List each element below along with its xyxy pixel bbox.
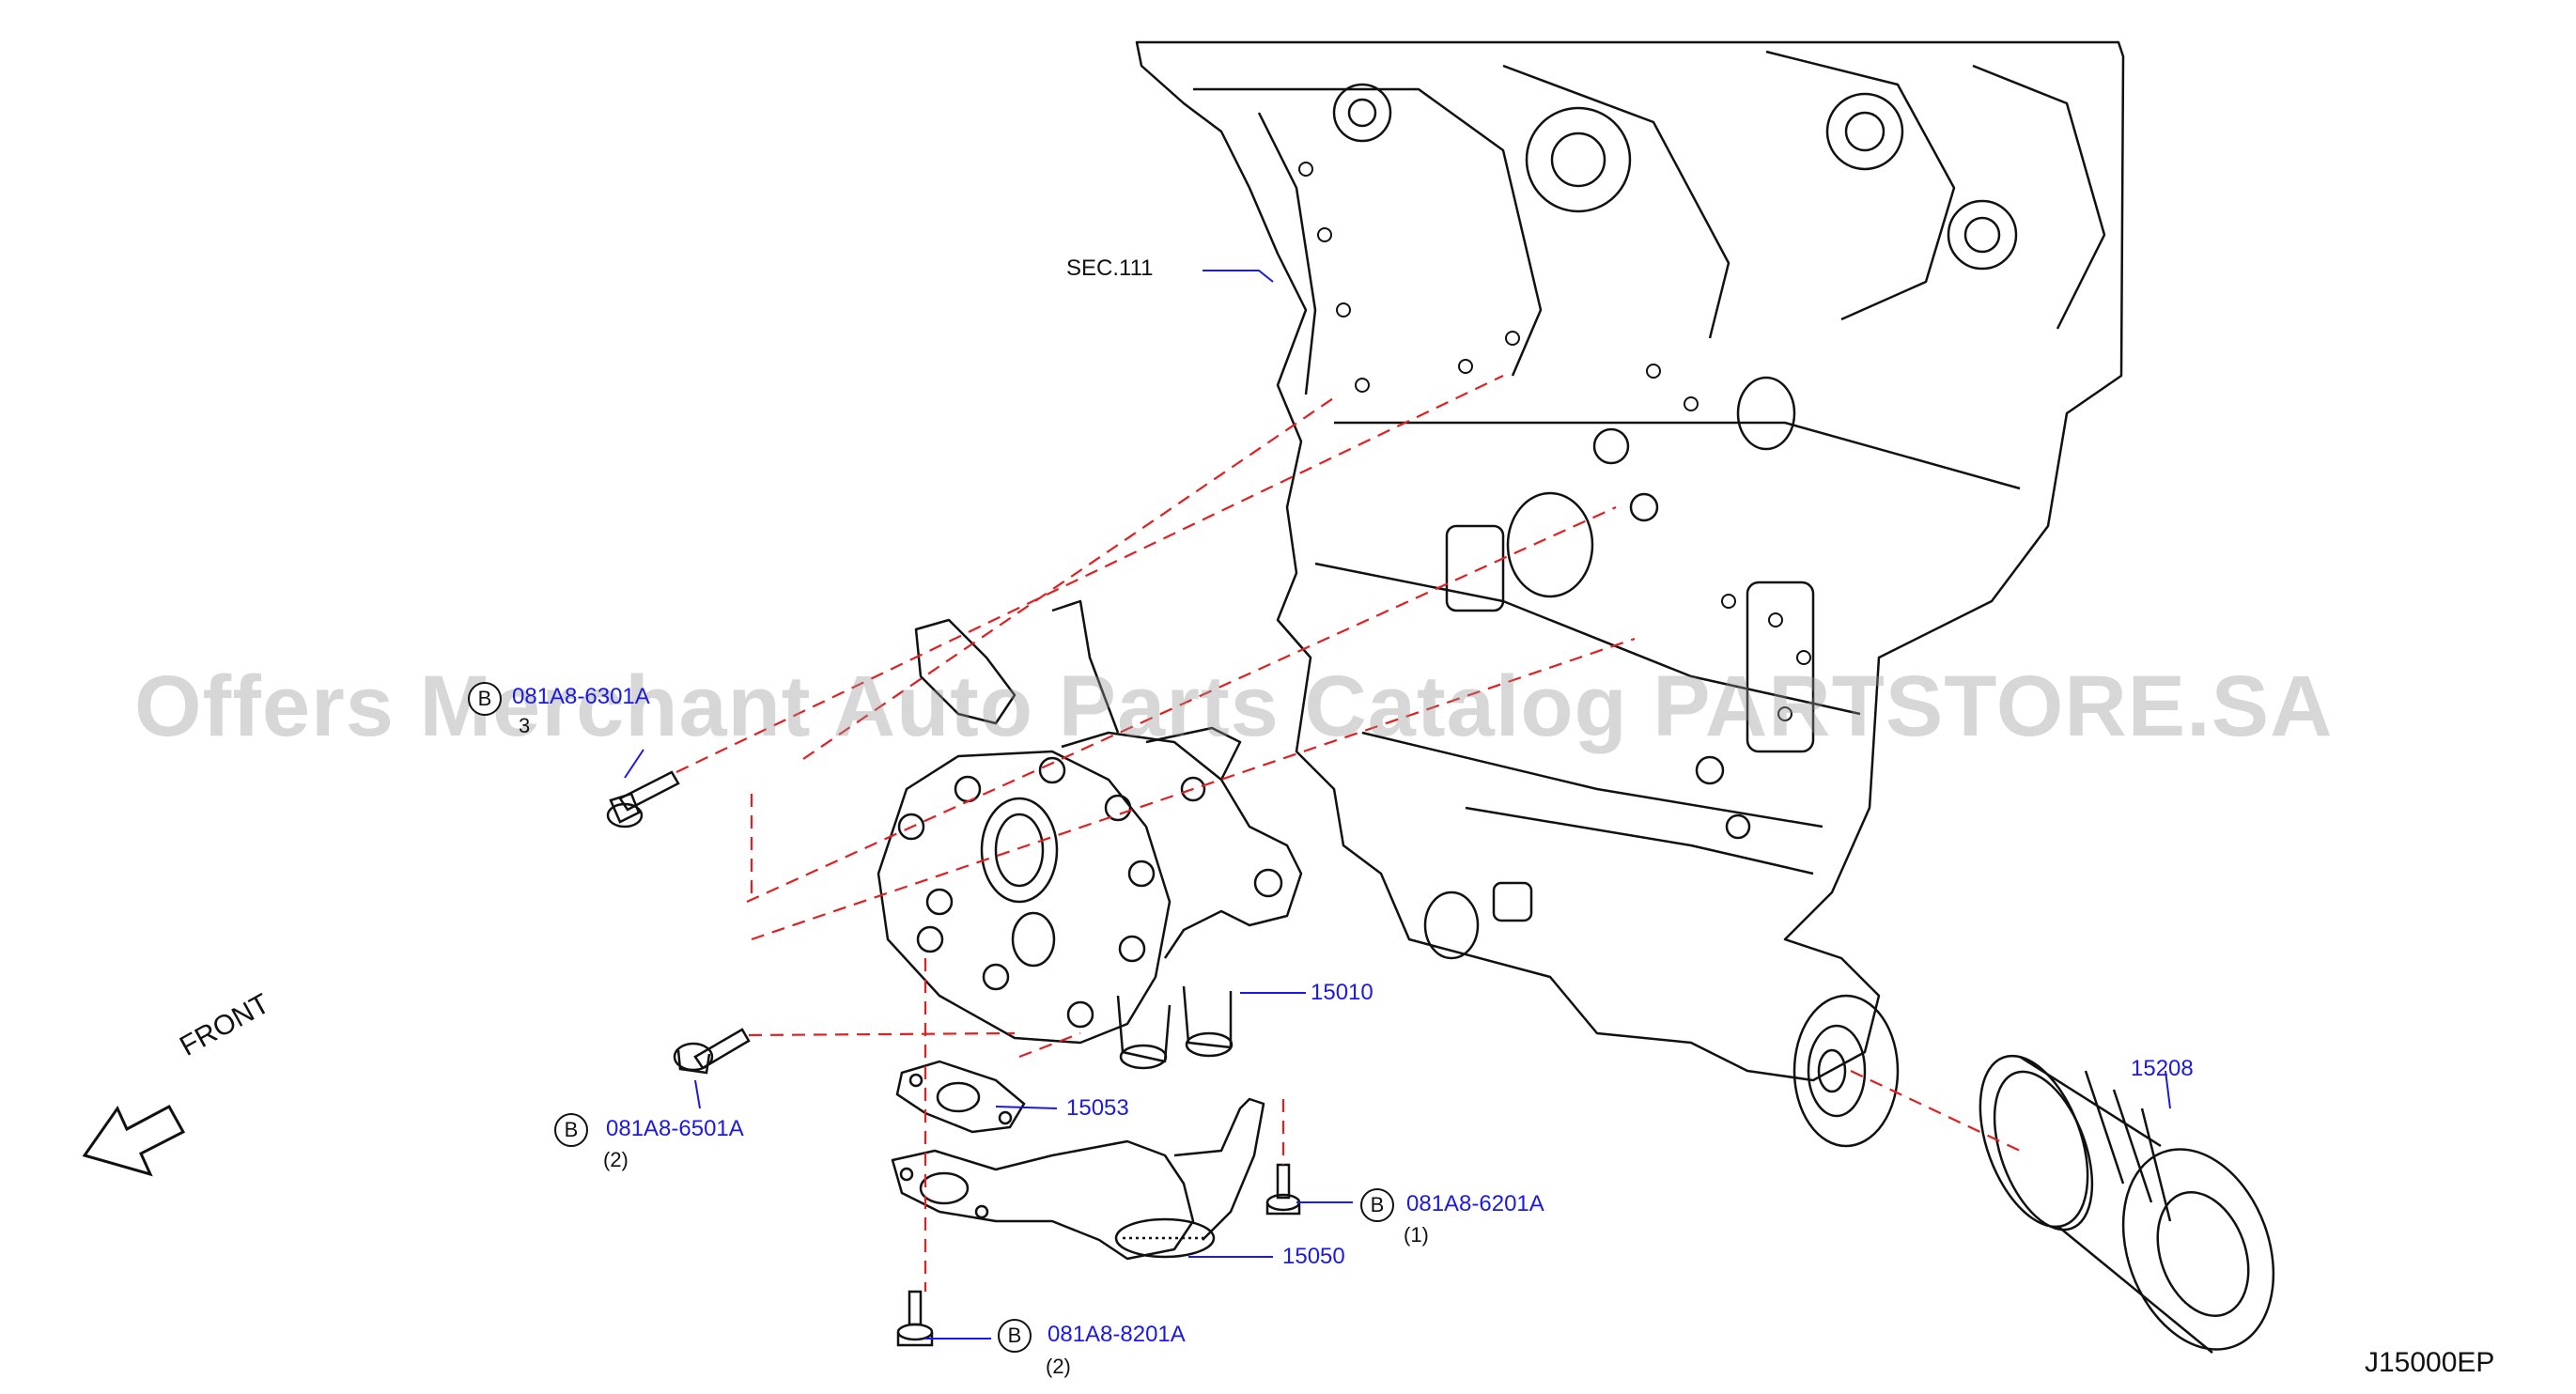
bolt-symbol-b: B [468,682,502,716]
bolt-symbol-b: B [1360,1188,1394,1222]
qty-081A8-6501A: (2) [603,1148,628,1171]
callout-15050[interactable]: 15050 [1282,1244,1345,1269]
oil-strainer [891,1097,1265,1261]
callout-081A8-6301A[interactable]: 081A8-6301A [512,684,650,709]
gasket [895,1060,1026,1134]
bolt-6201A-icon [1265,1163,1301,1216]
qty-081A8-8201A: (2) [1046,1355,1071,1378]
block-bolt-holes [1298,162,1811,721]
oil-pump [877,599,1303,1070]
diagram-id: J15000EP [2365,1347,2495,1378]
bolt-icons [606,770,1301,1347]
bolt-6501A-icon [673,1028,751,1075]
callout-15053[interactable]: 15053 [1066,1095,1129,1121]
section-ref-link[interactable]: SEC.111 [1066,256,1154,281]
qty-081A8-6201A: (1) [1404,1223,1429,1247]
filter-mount-boss [1792,994,1900,1148]
callout-15208[interactable]: 15208 [2131,1056,2194,1081]
assembly-lines [675,375,2021,1292]
callout-081A8-6201A[interactable]: 081A8-6201A [1406,1191,1544,1216]
bolt-symbol-b: B [554,1113,588,1147]
bolt-8201A-icon [896,1290,934,1347]
leader-lines [624,270,2171,1340]
qty-081A8-6301A: 3 [519,714,531,737]
bolt-symbol-b: B [998,1319,1032,1353]
front-arrow-icon [82,1104,186,1177]
watermark: Offers Merchant Auto Parts Catalog PARTS… [134,658,2334,754]
callout-15010[interactable]: 15010 [1311,980,1373,1005]
bolt-6301A-icon [606,770,680,829]
oil-filter [1979,1054,2275,1354]
callout-081A8-6501A[interactable]: 081A8-6501A [606,1116,744,1141]
engine-block [1135,40,2125,1082]
callout-081A8-8201A[interactable]: 081A8-8201A [1047,1322,1186,1347]
